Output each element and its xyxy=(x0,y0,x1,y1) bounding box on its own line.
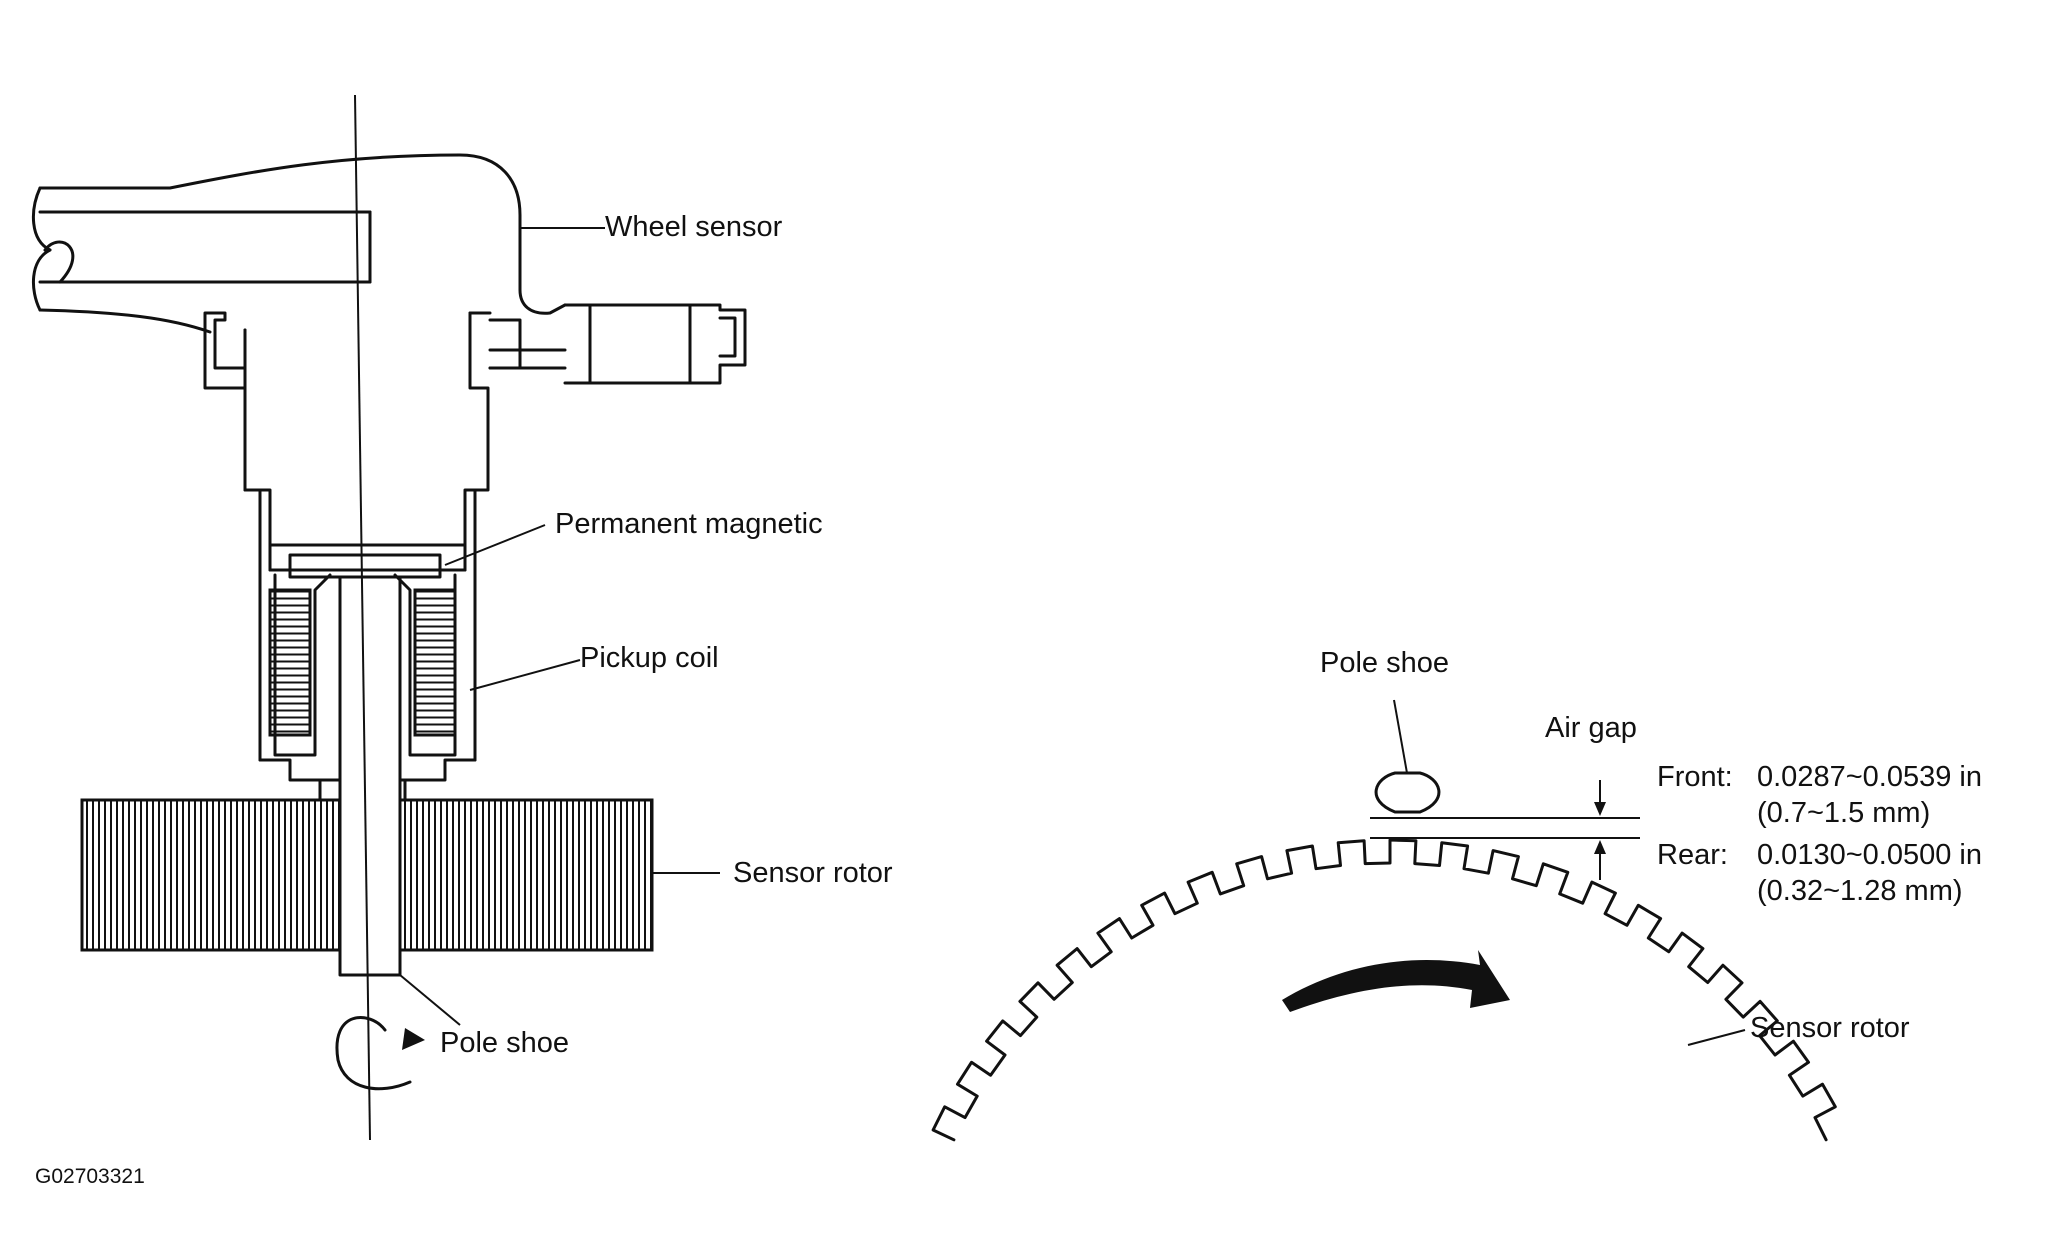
permanent-magnet xyxy=(288,553,442,579)
sensor-connector xyxy=(488,303,747,385)
pickup-coil-left xyxy=(268,588,312,737)
label-wheel-sensor: Wheel sensor xyxy=(605,211,783,243)
sensor-cross-section xyxy=(31,94,747,1141)
pickup-coil-right xyxy=(413,588,457,737)
value-rear-in: 0.0130~0.0500 in xyxy=(1757,839,1982,871)
label-permanent-magnetic: Permanent magnetic xyxy=(555,508,823,540)
label-sensor-rotor-left: Sensor rotor xyxy=(733,857,893,889)
sensor-cable-lower xyxy=(38,308,212,334)
sensor-rotor-block-left xyxy=(80,798,342,952)
value-rear-mm: (0.32~1.28 mm) xyxy=(1757,875,1963,907)
sensor-rotor-arc xyxy=(931,838,1837,1142)
gap-arrow-down-icon xyxy=(1594,802,1606,816)
value-front-in: 0.0287~0.0539 in xyxy=(1757,761,1982,793)
label-pickup-coil: Pickup coil xyxy=(580,642,719,674)
label-pole-shoe-left: Pole shoe xyxy=(440,1027,569,1059)
label-rear: Rear: xyxy=(1657,839,1728,871)
figure-code: G02703321 xyxy=(35,1165,145,1188)
rotation-arrowhead-icon xyxy=(402,1028,425,1050)
sensor-rotor-block-right xyxy=(398,798,654,952)
gap-arrow-up-icon xyxy=(1594,840,1606,854)
rotation-arrow-icon xyxy=(335,1016,412,1091)
sensor-cable xyxy=(38,153,567,315)
rotation-direction-arrow-icon xyxy=(1282,950,1510,1012)
air-gap-detail xyxy=(931,699,1837,1142)
value-front-mm: (0.7~1.5 mm) xyxy=(1757,797,1930,829)
pole-shoe-shaft xyxy=(338,575,402,977)
pole-shoe-tip xyxy=(1374,771,1441,814)
label-air-gap: Air gap xyxy=(1545,712,1637,744)
label-pole-shoe-right: Pole shoe xyxy=(1320,647,1449,679)
label-sensor-rotor-right: Sensor rotor xyxy=(1750,1012,1910,1044)
label-front: Front: xyxy=(1657,761,1733,793)
center-axis xyxy=(354,94,371,1141)
